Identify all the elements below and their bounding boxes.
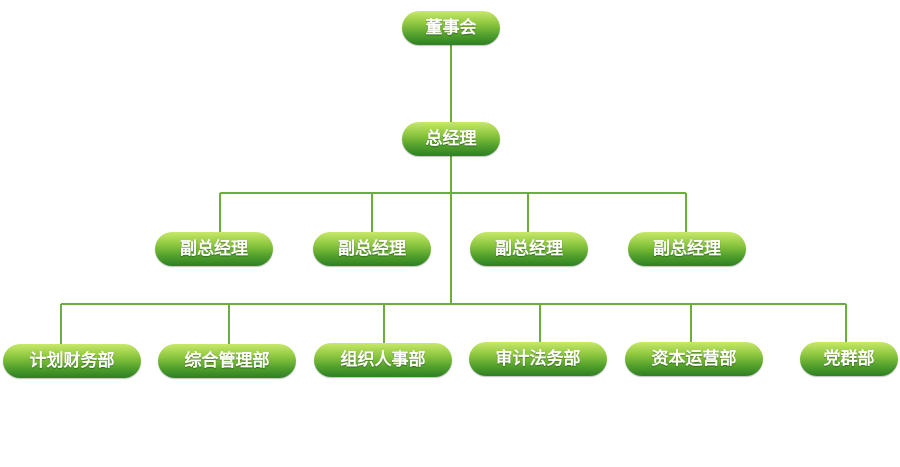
node-department-organization-hr: 组织人事部 [314,343,452,377]
node-deputy-general-manager-3: 副总经理 [470,232,588,266]
node-department-general-management: 综合管理部 [158,344,296,378]
node-deputy-general-manager-4: 副总经理 [628,232,746,266]
node-department-audit-legal: 审计法务部 [469,342,607,376]
node-board: 董事会 [402,11,500,45]
node-department-planning-finance: 计划财务部 [3,344,141,378]
node-deputy-general-manager-2: 副总经理 [313,232,431,266]
node-general-manager: 总经理 [402,122,500,156]
node-deputy-general-manager-1: 副总经理 [155,232,273,266]
node-department-party-mass: 党群部 [800,342,898,376]
node-department-capital-operations: 资本运营部 [625,342,763,376]
